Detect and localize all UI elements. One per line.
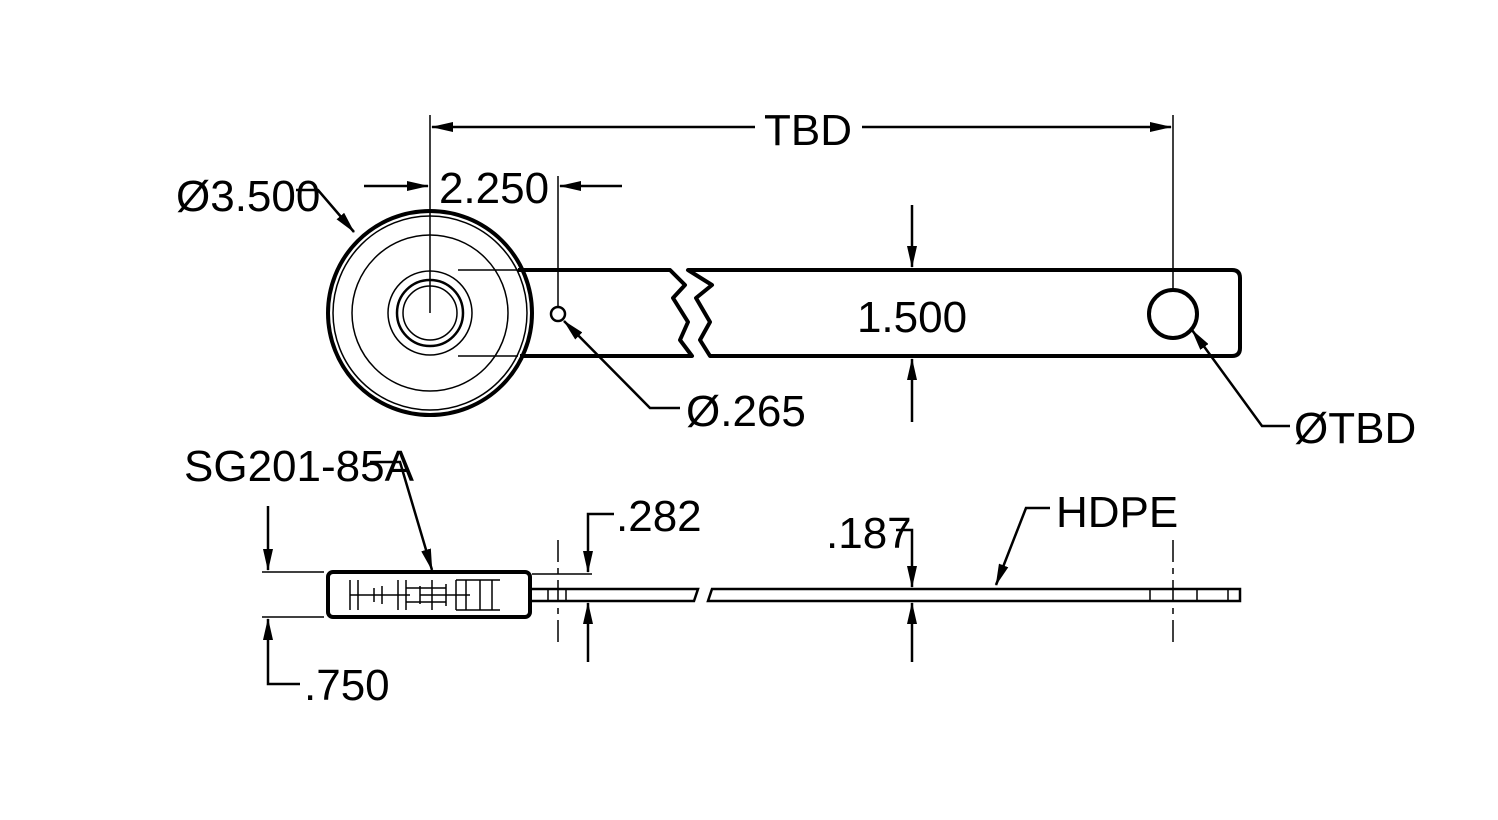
dimension-arm-width: 1.500 [857,293,967,342]
hub-internal-detail [349,579,500,611]
dimension-hub-step: .282 [616,492,702,541]
dimension-line-hub-step [583,512,614,573]
small-hole [549,305,567,323]
end-hole [1147,288,1199,340]
dimension-line-arm-thickness [896,528,917,588]
top-view: TBD 2.250 Ø3.500 Ø.265 1.500 ØTBD [176,106,1416,453]
dimension-hole-offset: 2.250 [439,164,549,213]
dimension-line-hub-height [263,618,300,686]
arm-left-outline [518,268,694,358]
leader-hub-part [370,460,434,571]
dimension-overall-length: TBD [764,106,852,155]
dimension-arm-thickness: .187 [826,509,912,558]
arm-side-left [530,587,700,603]
leader-end-hole [1190,329,1290,428]
leader-hub-diameter [296,188,355,233]
leader-small-hole [563,320,680,410]
side-view: .750 SG201-85A .282 .187 HDPE [184,442,1242,710]
arm-material-label: HDPE [1056,488,1178,537]
hub-side-profile [326,570,532,619]
dimension-hub-height: .750 [304,661,390,710]
leader-arm-material [994,506,1050,586]
hub-part-number: SG201-85A [184,442,415,491]
dimension-end-hole-diameter: ØTBD [1294,404,1416,453]
arm-side-right [706,587,1242,603]
dimension-hub-diameter: Ø3.500 [176,172,320,221]
arm-right-outline [686,268,1242,358]
dimension-small-hole-diameter: Ø.265 [686,387,806,436]
